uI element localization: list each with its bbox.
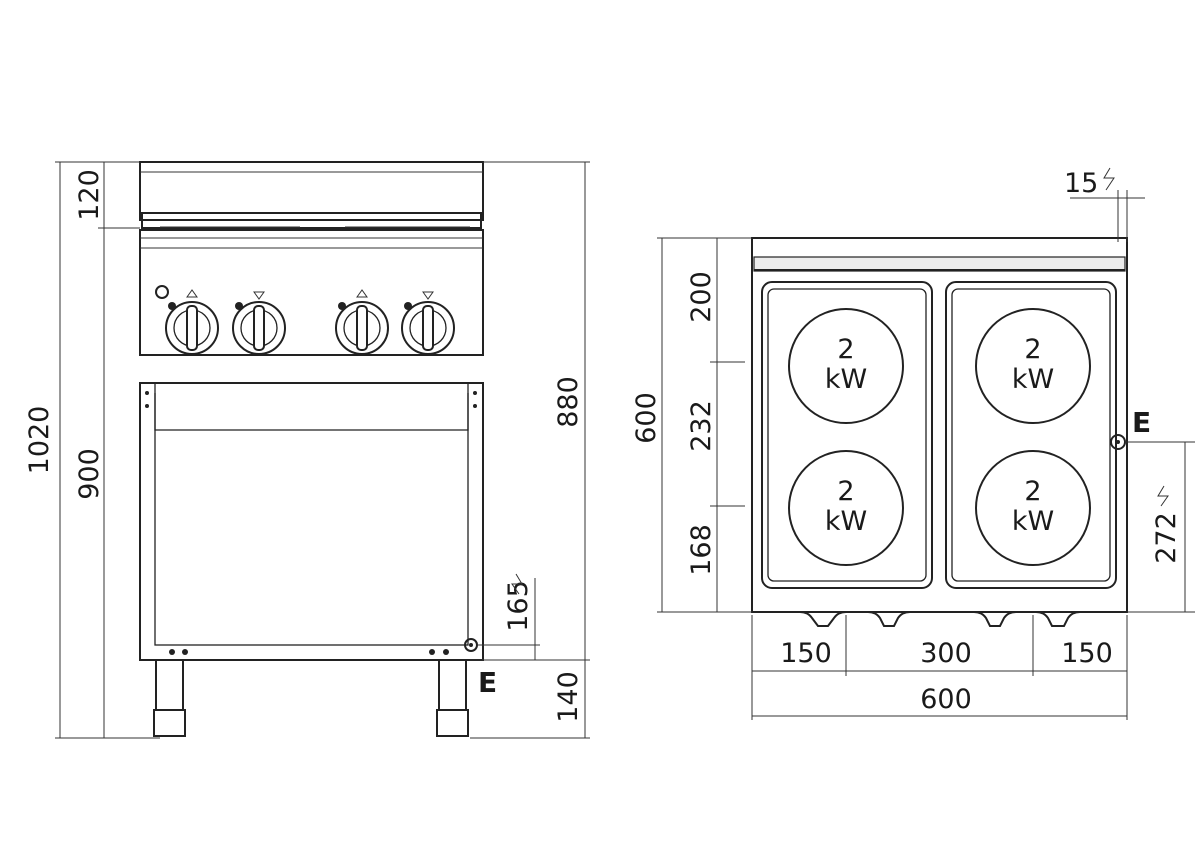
lightning-bolt-icon [1157, 485, 1169, 507]
svg-text:2: 2 [1024, 476, 1041, 507]
dim-connection-offset: 15 [1064, 168, 1098, 199]
dim-connection-height: 165 [503, 580, 534, 632]
svg-text:kW: kW [825, 364, 867, 395]
pilot-light-icon [155, 285, 169, 299]
hotplate-2: 2 kW [975, 308, 1091, 424]
hotplate-3: 2 kW [788, 450, 904, 566]
lightning-bolt-icon [1103, 167, 1115, 191]
connection-point-icon [464, 638, 478, 652]
dim-zone-front: 200 [686, 271, 717, 323]
dim-total-width: 600 [920, 684, 972, 715]
dim-zone-back: 168 [686, 524, 717, 576]
top-connection-label: E [1132, 406, 1151, 439]
dim-connection-depth: 272 [1151, 512, 1182, 564]
backsplash [139, 161, 484, 221]
dim-width-right: 150 [1061, 638, 1113, 669]
dim-backsplash-height: 120 [74, 169, 105, 221]
dim-width-left: 150 [780, 638, 832, 669]
svg-text:2: 2 [837, 334, 854, 365]
svg-text:2: 2 [837, 476, 854, 507]
hotplate-4: 2 kW [975, 450, 1091, 566]
dim-cabinet-height: 900 [74, 448, 105, 500]
front-view: E 1020 900 120 880 165 140 [24, 161, 590, 739]
feet [799, 611, 1081, 627]
hotplate-1: 2 kW [788, 308, 904, 424]
dim-total-height: 1020 [24, 406, 55, 475]
control-panel [139, 229, 484, 356]
dim-leg-height: 140 [553, 671, 584, 723]
dim-zone-middle: 232 [686, 400, 717, 452]
hob-outline [751, 237, 1128, 613]
cooking-well-left [761, 281, 933, 589]
knob-3[interactable] [335, 289, 389, 355]
cabinet-opening [154, 382, 469, 646]
dim-worktop-height: 880 [553, 376, 584, 428]
dim-width-middle: 300 [920, 638, 972, 669]
connection-point-icon [1110, 434, 1126, 450]
dim-depth: 600 [631, 392, 662, 444]
knob-2[interactable] [232, 291, 286, 355]
cooking-well-right [945, 281, 1117, 589]
svg-text:kW: kW [1012, 506, 1054, 537]
leg-left [153, 659, 186, 737]
svg-text:kW: kW [825, 506, 867, 537]
knob-4[interactable] [401, 291, 455, 355]
cabinet-frame [139, 382, 484, 661]
knob-1[interactable] [165, 289, 219, 355]
svg-text:2: 2 [1024, 334, 1041, 365]
leg-right [436, 659, 469, 737]
top-view: 2 kW 2 kW 2 kW 2 kW E [631, 167, 1195, 720]
lightning-bolt-icon [511, 573, 523, 595]
front-connection-label: E [478, 666, 497, 699]
svg-text:kW: kW [1012, 364, 1054, 395]
